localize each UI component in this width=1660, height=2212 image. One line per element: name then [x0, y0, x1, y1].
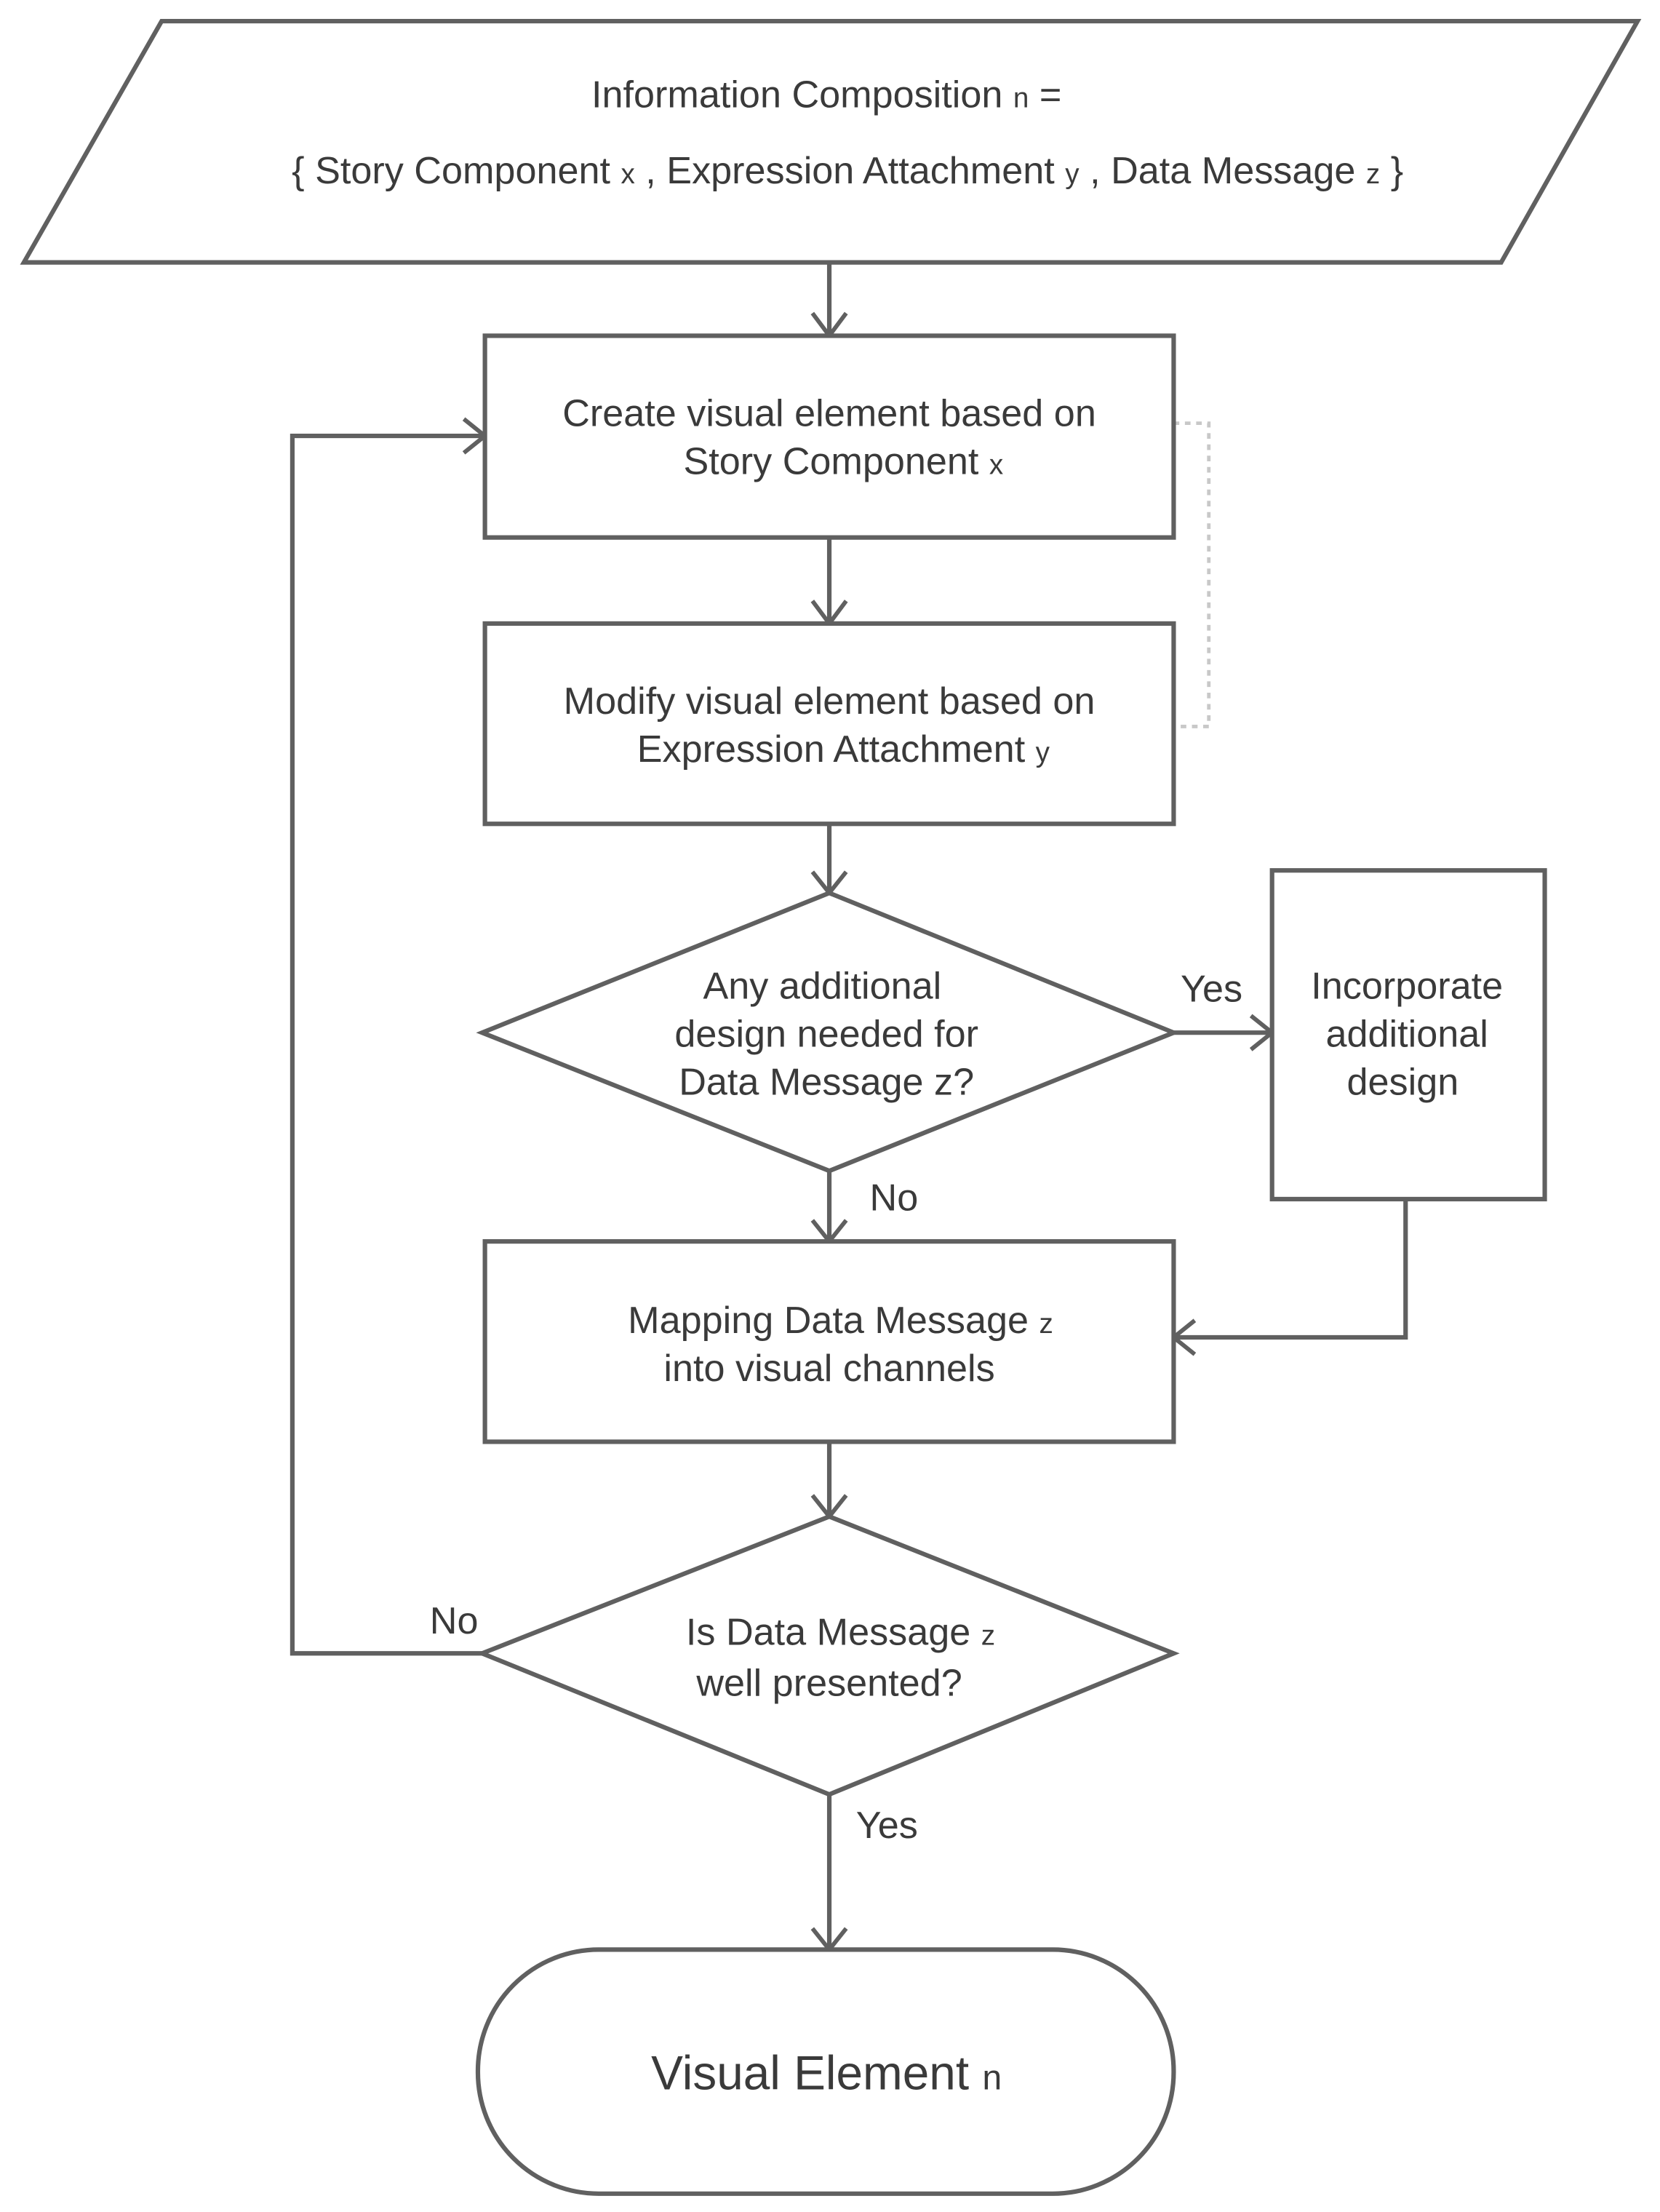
decision-well-presented: Is Data Message z well presented? [476, 1513, 1180, 1797]
decision-presented-line2: well presented? [695, 1662, 962, 1704]
step-create-visual-element: Create visual element based on Story Com… [482, 333, 1176, 540]
connector-yes-to-output [810, 1794, 848, 1954]
connector-modify-to-decision [810, 824, 848, 896]
step-modify-line2: Expression Attachment y [637, 728, 1050, 771]
input-line2: { Story Component x , Expression Attachm… [292, 150, 1403, 192]
step-create-line1: Create visual element based on [562, 392, 1096, 434]
step-incorporate-line2: additional [1326, 1013, 1488, 1055]
connector-input-to-create [810, 262, 848, 340]
decision-additional-design: Any additional design needed for Data Me… [476, 890, 1180, 1174]
edge-label-yes-presented: Yes [856, 1805, 918, 1847]
decision-additional-line2: design needed for [674, 1013, 978, 1055]
edge-label-no-presented: No [430, 1600, 479, 1642]
step-mapping-line2: into visual channels [663, 1348, 994, 1390]
decision-additional-line1: Any additional [703, 966, 942, 1008]
connector-loop-no-to-create [290, 417, 489, 1656]
step-incorporate-line3: design [1347, 1061, 1459, 1103]
edge-label-no-additional: No [870, 1177, 919, 1219]
connector-incorporate-to-mapping [1170, 1198, 1408, 1356]
dotted-connector [1173, 421, 1211, 728]
output-label: Visual Element n [651, 2045, 1002, 2099]
output-visual-element: Visual Element n [475, 1947, 1176, 2196]
decision-presented-line1: Is Data Message z [686, 1612, 995, 1654]
connector-create-to-modify [810, 537, 848, 627]
step-incorporate-line1: Incorporate [1311, 966, 1503, 1008]
step-modify-line1: Modify visual element based on [564, 680, 1096, 723]
connector-decision-no-to-mapping [810, 1171, 848, 1245]
step-modify-visual-element: Modify visual element based on Expressio… [482, 621, 1176, 827]
connector-mapping-to-decision [810, 1441, 848, 1520]
step-mapping-line1: Mapping Data Message z [628, 1300, 1053, 1342]
step-incorporate-additional-design: Incorporate additional design [1269, 868, 1547, 1202]
input-line1: Information Composition n = [591, 73, 1061, 116]
step-mapping-data-message: Mapping Data Message z into visual chann… [482, 1239, 1176, 1444]
step-create-line2: Story Component x [683, 440, 1003, 482]
connector-decision-yes-to-incorporate [1173, 1014, 1276, 1051]
input-information-composition: Information Composition n = { Story Comp… [20, 18, 1642, 265]
decision-additional-line3: Data Message z? [679, 1061, 974, 1103]
edge-label-yes-additional: Yes [1181, 968, 1242, 1010]
